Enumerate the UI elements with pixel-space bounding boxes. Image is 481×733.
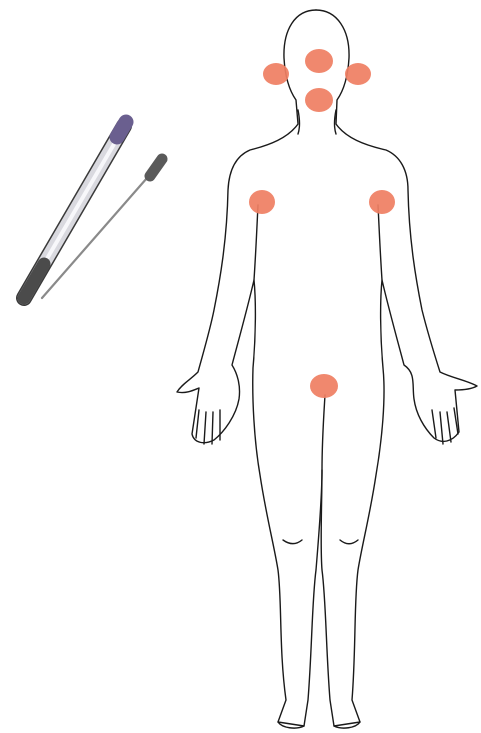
marker-chin-neck xyxy=(305,88,333,112)
collection-tube xyxy=(24,122,126,298)
inner-arm-right xyxy=(378,205,382,280)
fingers-right xyxy=(432,408,458,444)
swab-kit-illustration xyxy=(24,122,162,298)
knee-left xyxy=(283,540,302,544)
knee-right xyxy=(340,540,358,544)
sampling-markers xyxy=(249,49,395,398)
inner-arm-left xyxy=(254,205,258,280)
body-outline-right-half xyxy=(316,10,477,726)
marker-head-top xyxy=(305,49,333,73)
marker-groin xyxy=(310,374,338,398)
marker-cheek-right xyxy=(263,63,289,85)
body-outline-left-half xyxy=(177,10,325,726)
marker-shoulder-right xyxy=(249,190,275,214)
human-body-outline xyxy=(177,10,477,728)
marker-shoulder-left xyxy=(369,190,395,214)
marker-cheek-left xyxy=(345,63,371,85)
